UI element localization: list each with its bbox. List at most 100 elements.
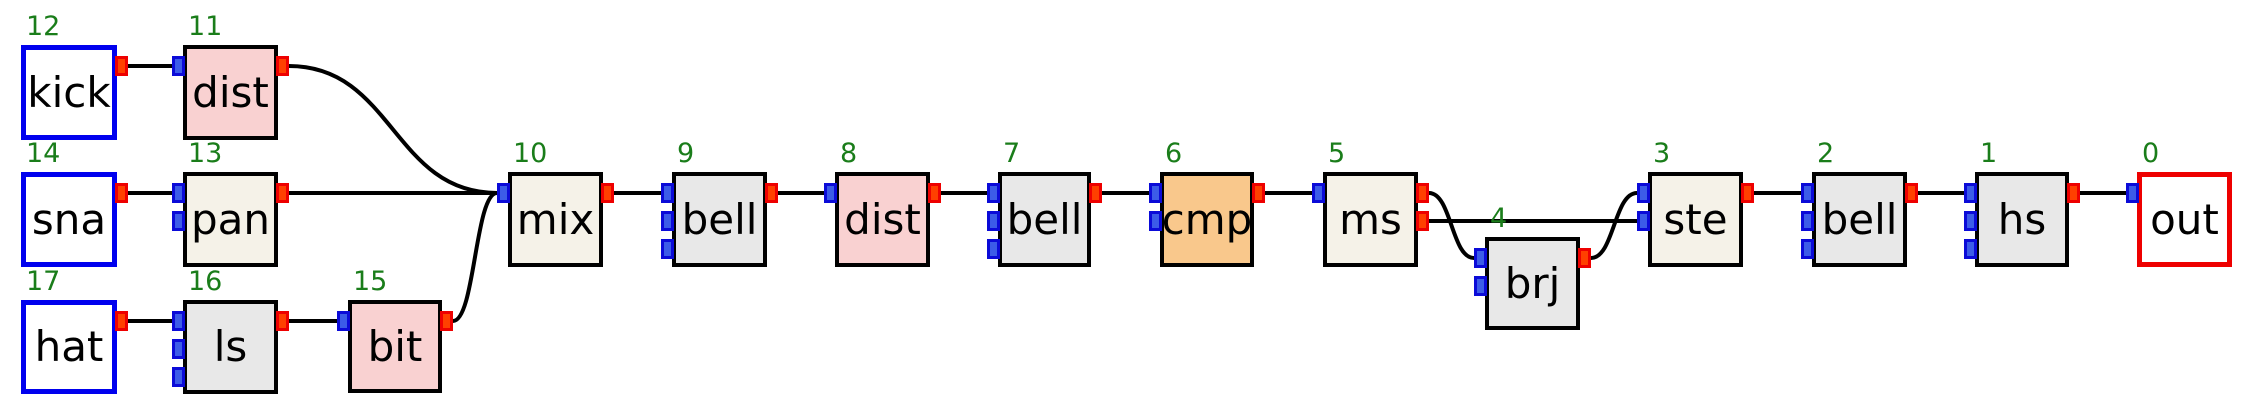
output-port-ste-3-0 xyxy=(1741,183,1754,203)
node-label-out-0: out xyxy=(2150,194,2219,244)
input-port-brj-4-1 xyxy=(1474,276,1487,296)
node-id-7: 7 xyxy=(1003,138,1021,169)
node-id-4: 4 xyxy=(1490,203,1508,234)
node-dist-11: dist xyxy=(183,45,278,140)
node-id-0: 0 xyxy=(2142,138,2160,169)
node-id-8: 8 xyxy=(840,138,858,169)
node-sna-14: sna xyxy=(21,172,117,267)
node-label-bell-9: bell xyxy=(681,194,758,244)
output-port-ms-5-0 xyxy=(1416,183,1429,203)
output-port-hat-17-0 xyxy=(115,311,128,331)
node-bell-7: bell xyxy=(998,172,1091,267)
node-label-kick-12: kick xyxy=(27,67,111,117)
node-out-0: out xyxy=(2137,172,2232,267)
edge-4-to-3 xyxy=(1590,191,1638,260)
output-port-hs-1-0 xyxy=(2067,183,2080,203)
input-port-out-0-0 xyxy=(2126,183,2139,203)
node-id-3: 3 xyxy=(1653,138,1671,169)
node-label-brj-4: brj xyxy=(1504,258,1561,308)
node-label-ste-3: ste xyxy=(1663,194,1728,244)
node-brj-4: brj xyxy=(1485,237,1580,330)
input-port-ste-3-0 xyxy=(1637,183,1650,203)
output-port-ms-5-1 xyxy=(1416,211,1429,231)
node-label-cmp-6: cmp xyxy=(1161,194,1253,244)
node-hs-1: hs xyxy=(1975,172,2069,267)
output-port-dist-11-0 xyxy=(276,56,289,76)
node-id-16: 16 xyxy=(188,266,223,297)
edge-15-to-10 xyxy=(452,191,498,323)
node-id-17: 17 xyxy=(26,266,61,297)
edge-11-to-10 xyxy=(288,64,498,195)
node-dist-8: dist xyxy=(835,172,930,267)
node-id-1: 1 xyxy=(1980,138,1998,169)
node-id-15: 15 xyxy=(353,266,388,297)
node-id-9: 9 xyxy=(677,138,695,169)
input-port-ls-16-0 xyxy=(172,311,185,331)
node-label-dist-8: dist xyxy=(844,194,921,244)
node-label-bell-7: bell xyxy=(1006,194,1083,244)
node-label-mix-10: mix xyxy=(516,194,595,244)
output-port-mix-10-0 xyxy=(601,183,614,203)
input-port-pan-13-0 xyxy=(172,183,185,203)
node-label-hs-1: hs xyxy=(1997,194,2047,244)
output-port-bell-2-0 xyxy=(1905,183,1918,203)
node-label-pan-13: pan xyxy=(190,194,271,244)
node-id-14: 14 xyxy=(26,138,61,169)
input-port-bell-2-1 xyxy=(1801,211,1814,231)
input-port-brj-4-0 xyxy=(1474,248,1487,268)
input-port-bell-7-0 xyxy=(987,183,1000,203)
node-hat-17: hat xyxy=(21,300,117,394)
node-label-sna-14: sna xyxy=(31,194,107,244)
input-port-bell-9-1 xyxy=(661,211,674,231)
node-kick-12: kick xyxy=(21,45,117,140)
input-port-hs-1-1 xyxy=(1964,211,1977,231)
input-port-ls-16-1 xyxy=(172,339,185,359)
input-port-mix-10-0 xyxy=(497,183,510,203)
node-label-bell-2: bell xyxy=(1821,194,1898,244)
output-port-bell-9-0 xyxy=(765,183,778,203)
node-id-6: 6 xyxy=(1165,138,1183,169)
input-port-ls-16-2 xyxy=(172,367,185,387)
input-port-hs-1-0 xyxy=(1964,183,1977,203)
output-port-brj-4-0 xyxy=(1578,248,1591,268)
node-bell-2: bell xyxy=(1812,172,1907,267)
node-ste-3: ste xyxy=(1648,172,1743,267)
input-port-dist-11-0 xyxy=(172,56,185,76)
input-port-bell-9-0 xyxy=(661,183,674,203)
node-id-10: 10 xyxy=(513,138,548,169)
node-label-hat-17: hat xyxy=(34,322,104,371)
input-port-pan-13-1 xyxy=(172,211,185,231)
node-pan-13: pan xyxy=(183,172,278,267)
node-label-ls-16: ls xyxy=(213,322,248,371)
edge-5-to-4 xyxy=(1428,191,1475,260)
output-port-sna-14-0 xyxy=(115,183,128,203)
node-bell-9: bell xyxy=(672,172,767,267)
input-port-bell-7-2 xyxy=(987,239,1000,259)
node-cmp-6: cmp xyxy=(1160,172,1254,267)
input-port-bell-9-2 xyxy=(661,239,674,259)
input-port-ste-3-1 xyxy=(1637,211,1650,231)
node-ls-16: ls xyxy=(183,300,278,394)
input-port-bell-2-2 xyxy=(1801,239,1814,259)
input-port-bell-2-0 xyxy=(1801,183,1814,203)
output-port-bit-15-0 xyxy=(440,311,453,331)
output-port-bell-7-0 xyxy=(1089,183,1102,203)
node-label-ms-5: ms xyxy=(1339,194,1402,244)
node-id-2: 2 xyxy=(1817,138,1835,169)
output-port-pan-13-0 xyxy=(276,183,289,203)
node-id-11: 11 xyxy=(188,11,223,42)
node-label-dist-11: dist xyxy=(192,67,269,117)
input-port-cmp-6-0 xyxy=(1149,183,1162,203)
input-port-cmp-6-1 xyxy=(1149,211,1162,231)
node-id-13: 13 xyxy=(188,138,223,169)
output-port-ls-16-0 xyxy=(276,311,289,331)
input-port-hs-1-2 xyxy=(1964,239,1977,259)
node-id-12: 12 xyxy=(26,11,61,42)
node-ms-5: ms xyxy=(1323,172,1418,267)
output-port-kick-12-0 xyxy=(115,56,128,76)
input-port-dist-8-0 xyxy=(824,183,837,203)
node-id-5: 5 xyxy=(1328,138,1346,169)
input-port-bell-7-1 xyxy=(987,211,1000,231)
